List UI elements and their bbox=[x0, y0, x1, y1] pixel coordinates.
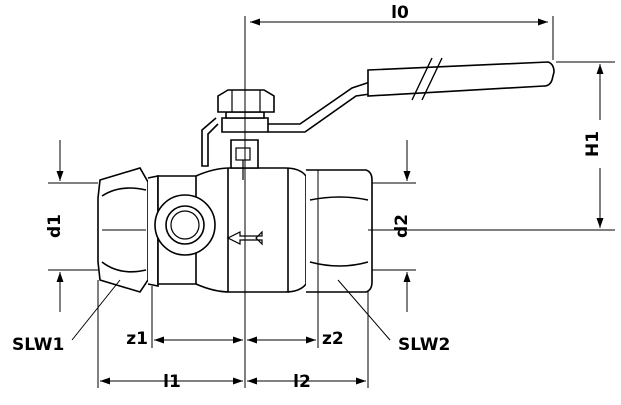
valve-body bbox=[97, 57, 555, 293]
dimension-lines bbox=[48, 16, 615, 388]
leader-slw1 bbox=[71, 279, 121, 341]
label-h1: H1 bbox=[583, 131, 603, 157]
leader-slw2 bbox=[337, 279, 391, 341]
label-l1: l1 bbox=[163, 372, 181, 392]
label-l0: l0 bbox=[391, 3, 409, 23]
label-l2: l2 bbox=[293, 372, 311, 392]
dimension-labels: l0 H1 d1 d2 z1 z2 SLW1 SLW2 l1 l2 bbox=[12, 3, 603, 392]
label-slw2: SLW2 bbox=[398, 335, 450, 355]
label-slw1: SLW1 bbox=[12, 335, 64, 355]
label-z1: z1 bbox=[126, 329, 148, 349]
label-d1: d1 bbox=[45, 214, 65, 238]
label-d2: d2 bbox=[392, 214, 412, 238]
label-z2: z2 bbox=[322, 329, 344, 349]
